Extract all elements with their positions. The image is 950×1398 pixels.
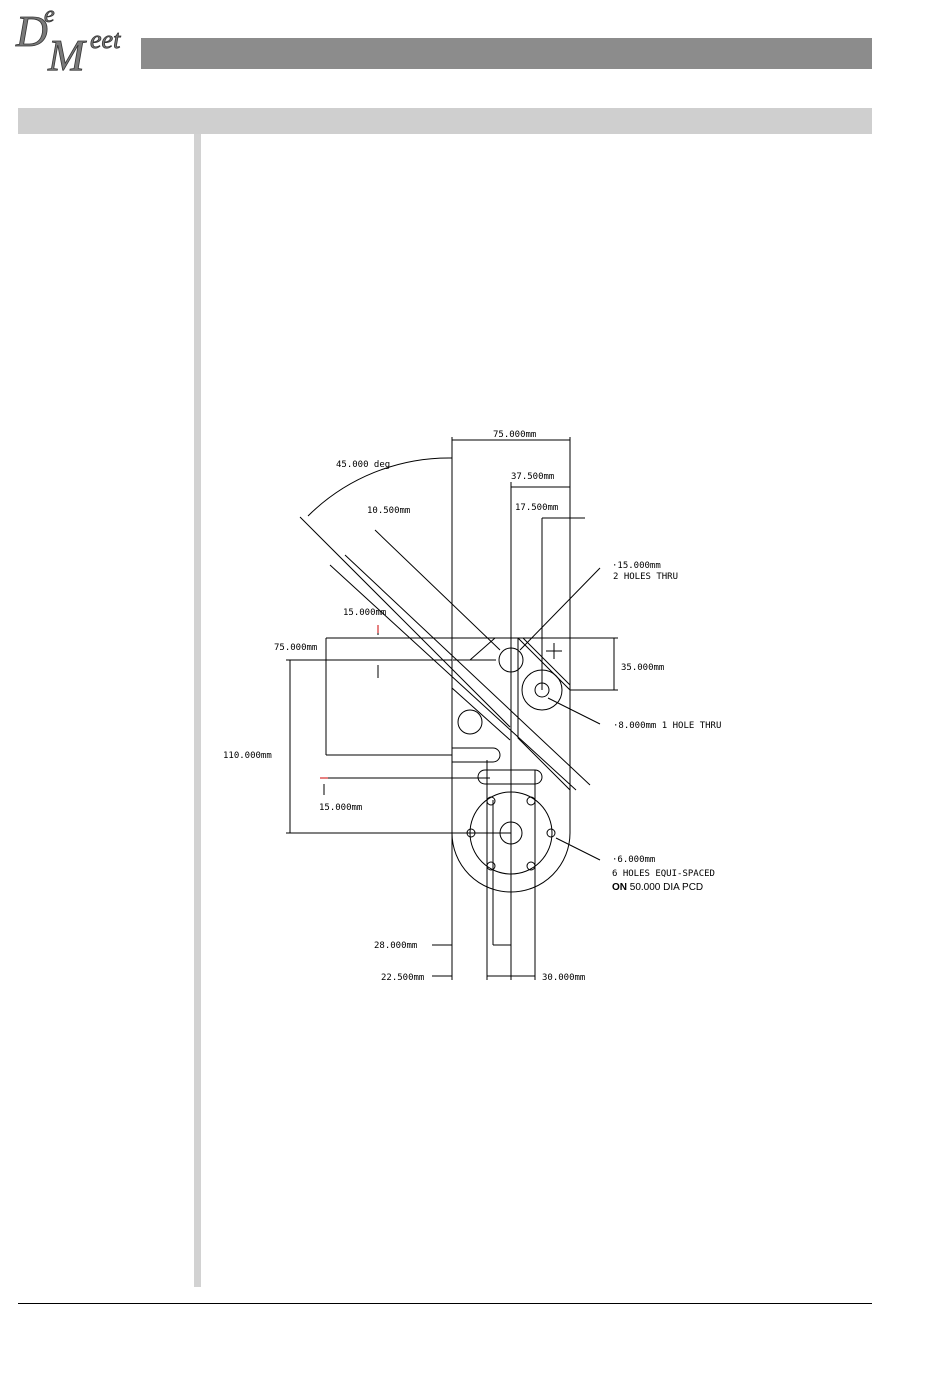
dim-right-35: 35.000mm — [621, 663, 664, 673]
dim-diag-width: 10.500mm — [367, 506, 410, 516]
note-hole15-dia: ·15.000mm — [612, 561, 661, 571]
dim-bottom-30: 30.000mm — [542, 973, 585, 983]
dim-slot-bottom: 15.000mm — [319, 803, 362, 813]
note-hole6-dia: ·6.000mm — [612, 855, 655, 865]
note-hole8: ·8.000mm 1 HOLE THRU — [613, 721, 721, 731]
note-hole6-desc: 6 HOLES EQUI-SPACED — [612, 869, 715, 879]
dim-bottom-22: 22.500mm — [381, 973, 424, 983]
dim-slot-top: 15.000mm — [343, 608, 386, 618]
dim-angle: 45.000 deg — [336, 460, 390, 470]
slot-bottom — [478, 770, 542, 784]
note-hole15-desc: 2 HOLES THRU — [613, 572, 678, 582]
dim-top-width: 75.000mm — [493, 430, 536, 440]
hole-15-b — [458, 710, 482, 734]
note-pcd-on: ON — [612, 882, 627, 893]
slot-left — [452, 748, 500, 762]
dim-bottom-28: 28.000mm — [374, 941, 417, 951]
dim-left-75: 75.000mm — [274, 643, 317, 653]
note-pcd-rest: 50.000 DIA PCD — [627, 882, 703, 893]
dim-left-110: 110.000mm — [223, 751, 272, 761]
dim-right-offset: 17.500mm — [515, 503, 558, 513]
dim-mid-width: 37.500mm — [511, 472, 554, 482]
note-pcd: ON 50.000 DIA PCD — [612, 882, 703, 893]
